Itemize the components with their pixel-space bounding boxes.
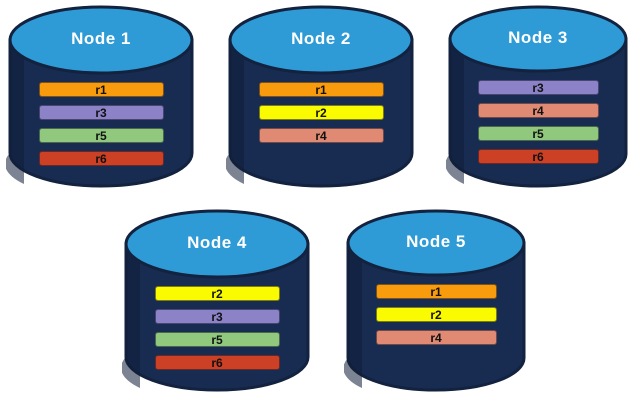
cylinder-side-shade [6,40,24,184]
record-bar-r6[interactable]: r6 [477,149,599,164]
record-bar-r1[interactable]: r1 [258,82,384,97]
record-list: r3 r4 r5 r6 [446,80,630,164]
record-list: r2 r3 r5 r6 [122,286,312,370]
cylinder-side-shade [446,39,464,184]
record-bar-r1[interactable]: r1 [375,284,497,299]
node-cylinder-5[interactable]: Node 5 r1 r2 r4 [344,208,528,394]
cylinder-top-lid [124,209,310,279]
node-title: Node 1 [71,29,131,48]
node-title: Node 3 [508,28,568,47]
node-title: Node 5 [406,232,466,251]
record-bar-r3[interactable]: r3 [38,105,164,120]
cylinder-shape [122,209,310,392]
node-cylinder-2[interactable]: Node 2 r1 r2 r4 [226,4,416,190]
node-cylinder-1[interactable]: Node 1 r1 r3 r5 r6 [6,4,196,190]
cylinder-top-lid [346,209,526,277]
record-list: r1 r3 r5 r6 [6,82,196,166]
cylinder-top-lid [228,5,414,75]
record-bar-r2[interactable]: r2 [258,105,384,120]
cylinder-side-shade [122,244,140,388]
record-bar-r3[interactable]: r3 [477,80,599,95]
record-bar-r2[interactable]: r2 [375,307,497,322]
node-cylinder-4[interactable]: Node 4 r2 r3 r5 r6 [122,208,312,394]
record-bar-r5[interactable]: r5 [38,128,164,143]
record-bar-r4[interactable]: r4 [375,330,497,345]
record-bar-r4[interactable]: r4 [477,103,599,118]
record-bar-r2[interactable]: r2 [154,286,280,301]
cylinder-top-lid [8,5,194,75]
record-bar-r4[interactable]: r4 [258,128,384,143]
cylinder-shape [226,5,414,188]
cylinder-top-lid [448,5,628,73]
record-bar-r1[interactable]: r1 [38,82,164,97]
record-bar-r3[interactable]: r3 [154,309,280,324]
record-list: r1 r2 r4 [344,284,528,345]
record-bar-r6[interactable]: r6 [154,355,280,370]
node-cylinder-3[interactable]: Node 3 r3 r4 r5 r6 [446,4,630,190]
cylinder-side-shade [344,243,362,388]
record-bar-r6[interactable]: r6 [38,151,164,166]
record-bar-r5[interactable]: r5 [154,332,280,347]
cylinder-side-shade [226,40,244,184]
record-bar-r5[interactable]: r5 [477,126,599,141]
record-list: r1 r2 r4 [226,82,416,143]
node-title: Node 4 [187,233,247,252]
node-title: Node 2 [291,29,351,48]
